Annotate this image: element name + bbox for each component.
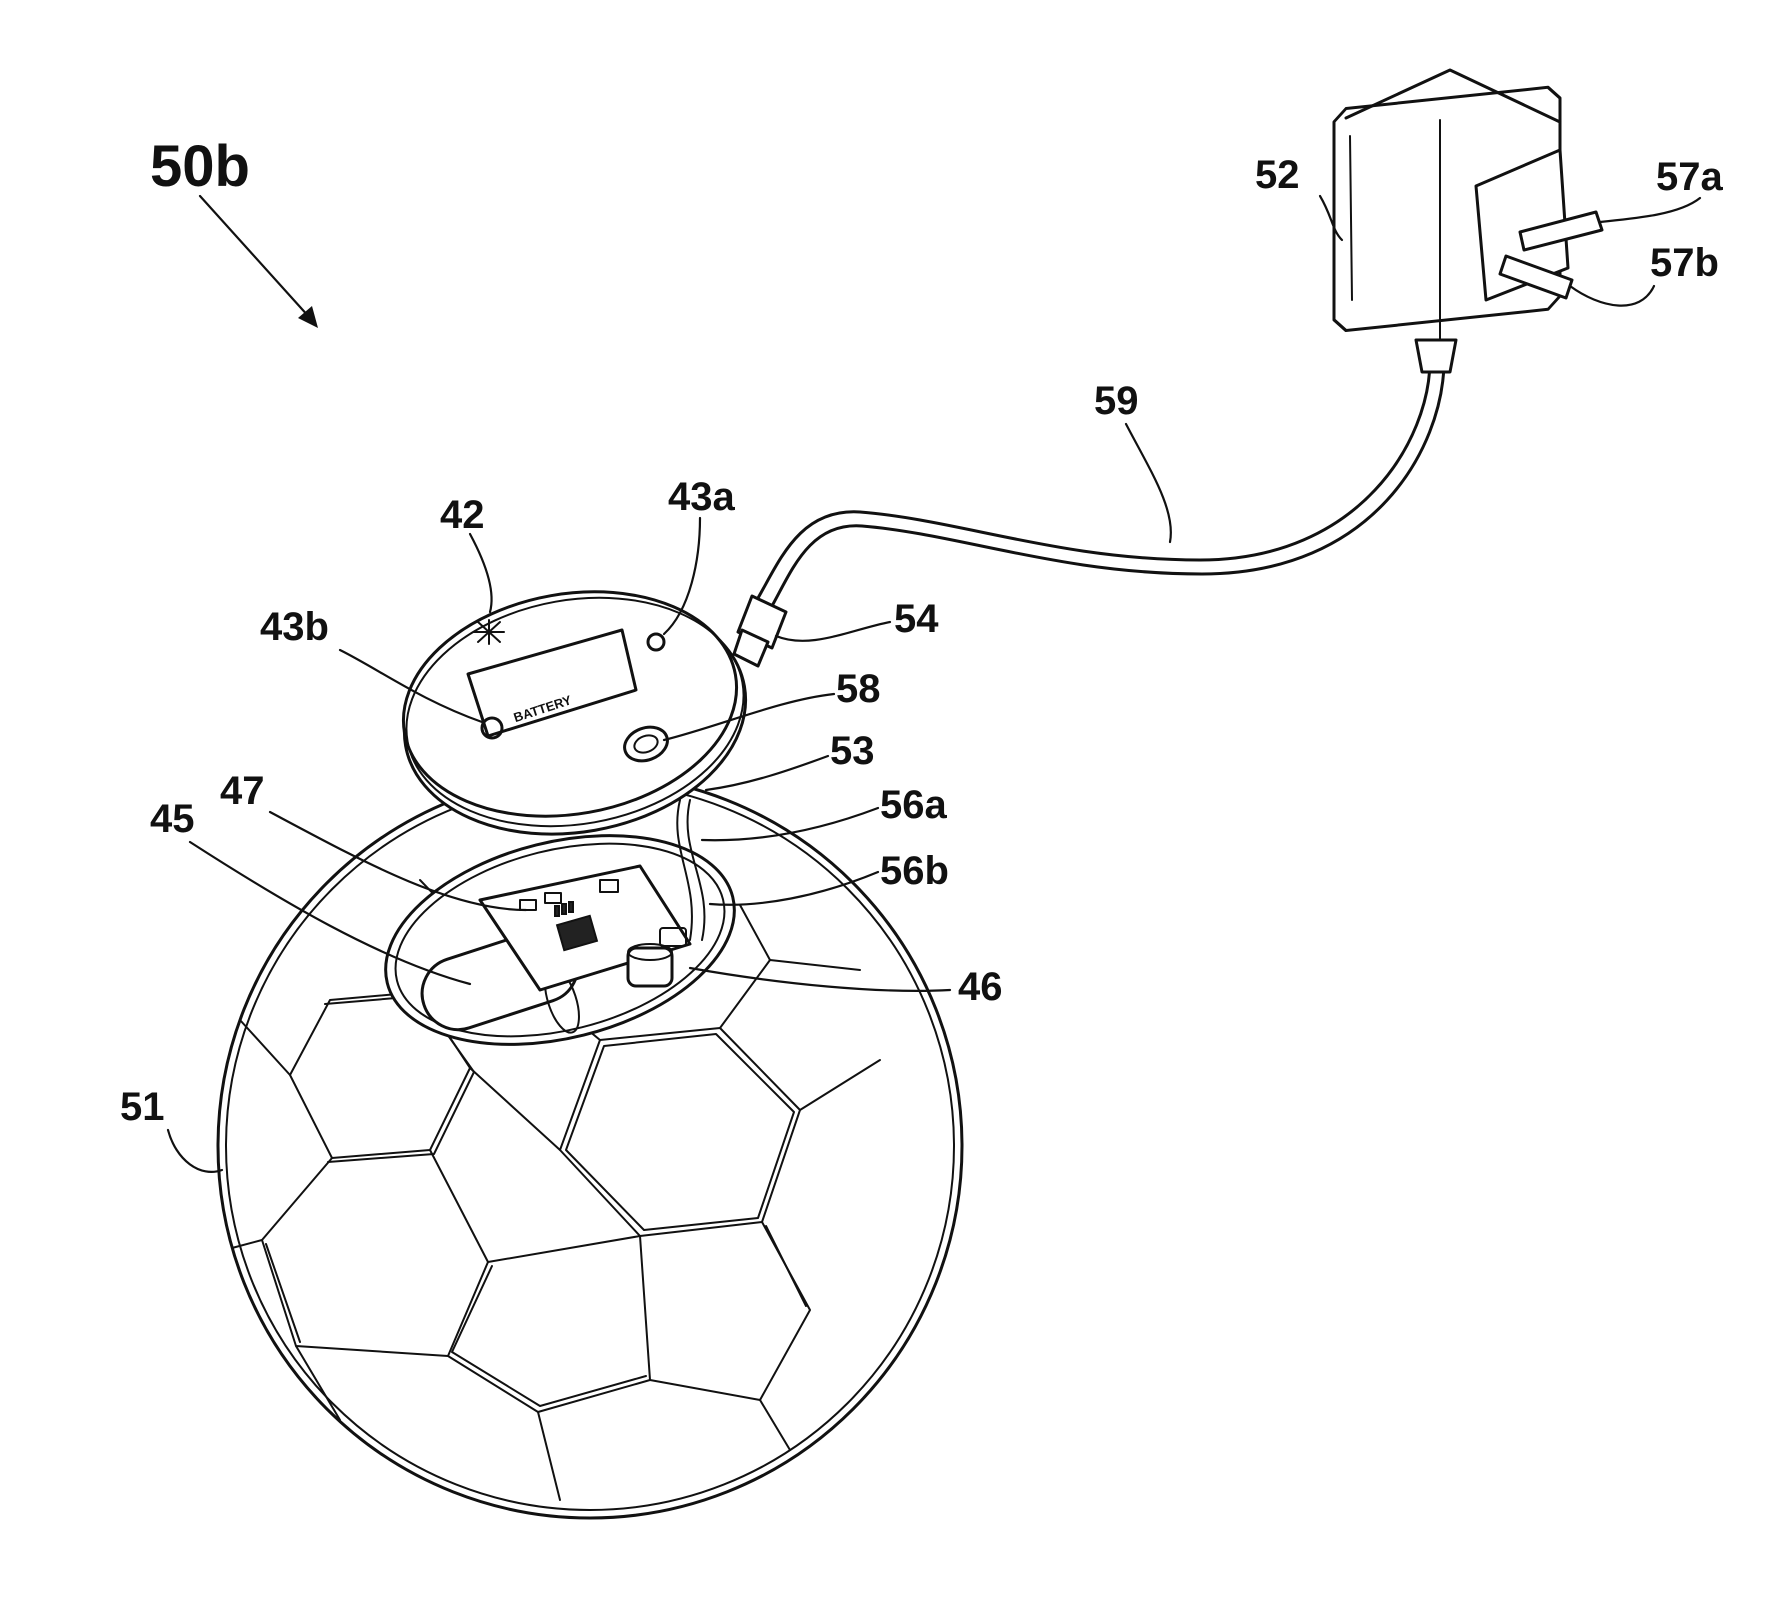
ref-label-45: 45 (150, 797, 195, 841)
ref-label-58: 58 (836, 667, 881, 711)
leader-59 (1126, 424, 1171, 542)
ref-label-46: 46 (958, 965, 1003, 1009)
ref-label-52: 52 (1255, 153, 1300, 197)
leader-56a (702, 808, 878, 840)
ref-label-43a: 43a (668, 475, 735, 519)
ref-label-53: 53 (830, 729, 875, 773)
figure-id-arrow (200, 196, 318, 328)
leader-57a (1600, 198, 1700, 222)
leader-56b (710, 872, 878, 905)
leader-53 (706, 756, 828, 790)
wall-adapter (1334, 70, 1602, 372)
leader-42 (470, 534, 492, 612)
charging-jack (628, 948, 672, 986)
ref-label-57a: 57a (1656, 155, 1723, 199)
ref-label-51: 51 (120, 1085, 165, 1129)
leader-57b (1570, 286, 1654, 306)
leader-46 (690, 968, 950, 991)
ref-label-43b: 43b (260, 605, 329, 649)
ref-label-42: 42 (440, 493, 485, 537)
figure-id-label: 50b (150, 134, 250, 199)
ref-label-59: 59 (1094, 379, 1139, 423)
connector-plug-icon (734, 596, 786, 666)
ref-label-56b: 56b (880, 849, 949, 893)
ref-label-47: 47 (220, 769, 265, 813)
ref-label-56a: 56a (880, 783, 947, 827)
ref-label-57b: 57b (1650, 241, 1719, 285)
ref-label-54: 54 (894, 597, 939, 641)
leader-54 (776, 622, 890, 641)
leader-51 (168, 1130, 222, 1172)
light-indicator-icon (474, 620, 504, 644)
cap-module: BATTERY (385, 566, 764, 860)
